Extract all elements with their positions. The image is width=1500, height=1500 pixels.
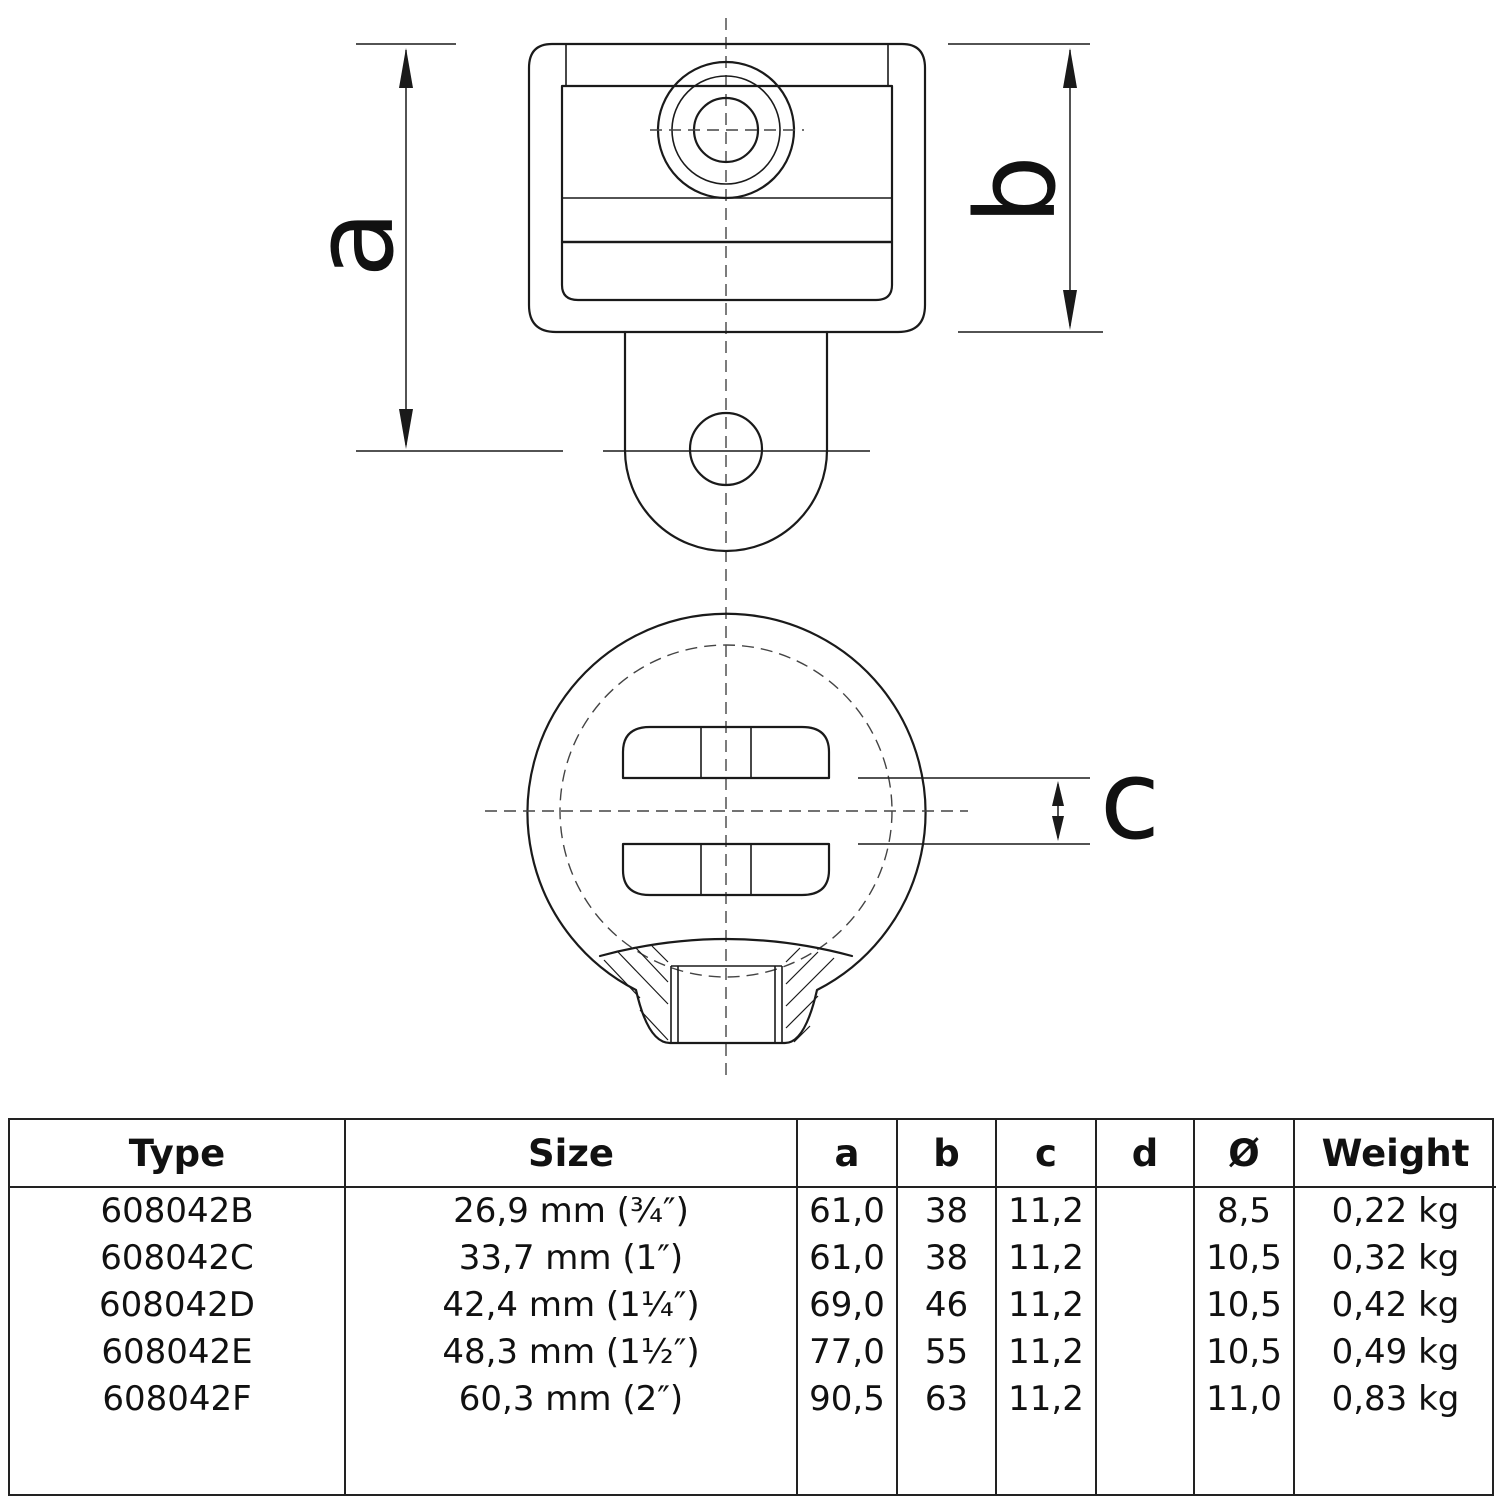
side-view: a b (290, 18, 1103, 1075)
cell-c: 11,2 (995, 1187, 1096, 1235)
cell-c: 11,2 (995, 1235, 1096, 1282)
header-b: b (896, 1120, 996, 1188)
cell-type: 608042C (100, 1238, 254, 1278)
cell-b: 55 (896, 1329, 996, 1376)
cell-size: 33,7 mm (1″) (344, 1235, 797, 1282)
cell-type: 608042E (101, 1332, 253, 1372)
cell-a: 77,0 (796, 1329, 897, 1376)
header-a: a (796, 1120, 897, 1188)
header-size: Size (344, 1120, 797, 1188)
cell-a: 90,5 (796, 1376, 897, 1423)
table-row: 608042F 60,3 mm (2″) 90,5 63 11,2 11,0 0… (10, 1376, 1496, 1423)
section-hatch-right (785, 947, 835, 1043)
cell-diameter: 10,5 (1193, 1282, 1294, 1329)
cell-c: 11,2 (995, 1282, 1096, 1329)
clamp-band (560, 84, 894, 244)
dim-c-arrow-top (1052, 781, 1064, 806)
cell-b: 46 (896, 1282, 996, 1329)
table-row: 608042D 42,4 mm (1¼″) 69,0 46 11,2 10,5 … (10, 1282, 1496, 1329)
header-weight: Weight (1293, 1120, 1496, 1188)
section-hatch-left (603, 945, 669, 1041)
cell-c: 11,2 (995, 1329, 1096, 1376)
dim-c-label: c (1100, 736, 1160, 864)
cell-diameter: 10,5 (1193, 1235, 1294, 1282)
cell-a: 61,0 (796, 1187, 897, 1235)
spec-table: Type Size a b c d Ø Weight 608042B 26,9 … (8, 1118, 1496, 1496)
upper-slot (621, 725, 831, 780)
base-section-arc (598, 937, 854, 958)
cell-type: 608042D (99, 1285, 255, 1325)
header-c: c (995, 1120, 1096, 1188)
dim-a-label: a (290, 210, 418, 277)
cell-size: 42,4 mm (1¼″) (344, 1282, 797, 1329)
clamp-body-outline (527, 42, 927, 334)
cell-weight: 0,22 kg (1293, 1187, 1496, 1235)
cell-weight: 0,83 kg (1293, 1376, 1496, 1423)
pivot-hole (688, 411, 764, 487)
cell-type: 608042F (102, 1379, 252, 1419)
cell-diameter: 8,5 (1193, 1187, 1294, 1235)
dim-b-arrow-top (1063, 48, 1077, 88)
cell-a: 69,0 (796, 1282, 897, 1329)
cell-size: 60,3 mm (2″) (344, 1376, 797, 1423)
cell-d (1095, 1282, 1194, 1329)
cell-size: 48,3 mm (1½″) (344, 1329, 797, 1376)
cell-c: 11,2 (995, 1376, 1096, 1423)
lower-slot (621, 842, 831, 897)
header-d: d (1095, 1120, 1194, 1188)
cell-d (1095, 1376, 1194, 1423)
cell-type: 608042B (100, 1191, 254, 1231)
technical-drawing: a b (290, 18, 1160, 1075)
cell-d (1095, 1329, 1194, 1376)
swivel-tab (623, 330, 829, 553)
header-diameter: Ø (1193, 1120, 1294, 1188)
table-row: 608042C 33,7 mm (1″) 61,0 38 11,2 10,5 0… (10, 1235, 1496, 1282)
cell-d (1095, 1187, 1194, 1235)
table-row: 608042B 26,9 mm (¾″) 61,0 38 11,2 8,5 0,… (10, 1187, 1496, 1235)
clamp-lower-section (560, 240, 894, 302)
spec-table-grid: Type Size a b c d Ø Weight 608042B 26,9 … (10, 1120, 1496, 1494)
end-view-outline (526, 612, 927, 1045)
dim-a-arrow-bottom (399, 409, 413, 449)
cell-weight: 0,49 kg (1293, 1329, 1496, 1376)
cell-b: 38 (896, 1187, 996, 1235)
cell-weight: 0,42 kg (1293, 1282, 1496, 1329)
end-view: c (485, 612, 1160, 1045)
cell-a: 61,0 (796, 1235, 897, 1282)
cell-b: 63 (896, 1376, 996, 1423)
dim-b-arrow-bottom (1063, 290, 1077, 330)
cell-d (1095, 1235, 1194, 1282)
cell-weight: 0,32 kg (1293, 1235, 1496, 1282)
cell-diameter: 10,5 (1193, 1329, 1294, 1376)
cell-b: 38 (896, 1235, 996, 1282)
table-spacer-row (10, 1423, 1496, 1494)
table-row: 608042E 48,3 mm (1½″) 77,0 55 11,2 10,5 … (10, 1329, 1496, 1376)
header-type: Type (10, 1120, 345, 1188)
table-header-row: Type Size a b c d Ø Weight (10, 1120, 1496, 1188)
dim-b-label: b (952, 155, 1080, 225)
dim-c-arrow-bottom (1052, 816, 1064, 841)
cell-size: 26,9 mm (¾″) (344, 1187, 797, 1235)
cell-diameter: 11,0 (1193, 1376, 1294, 1423)
dim-a-arrow-top (399, 48, 413, 88)
